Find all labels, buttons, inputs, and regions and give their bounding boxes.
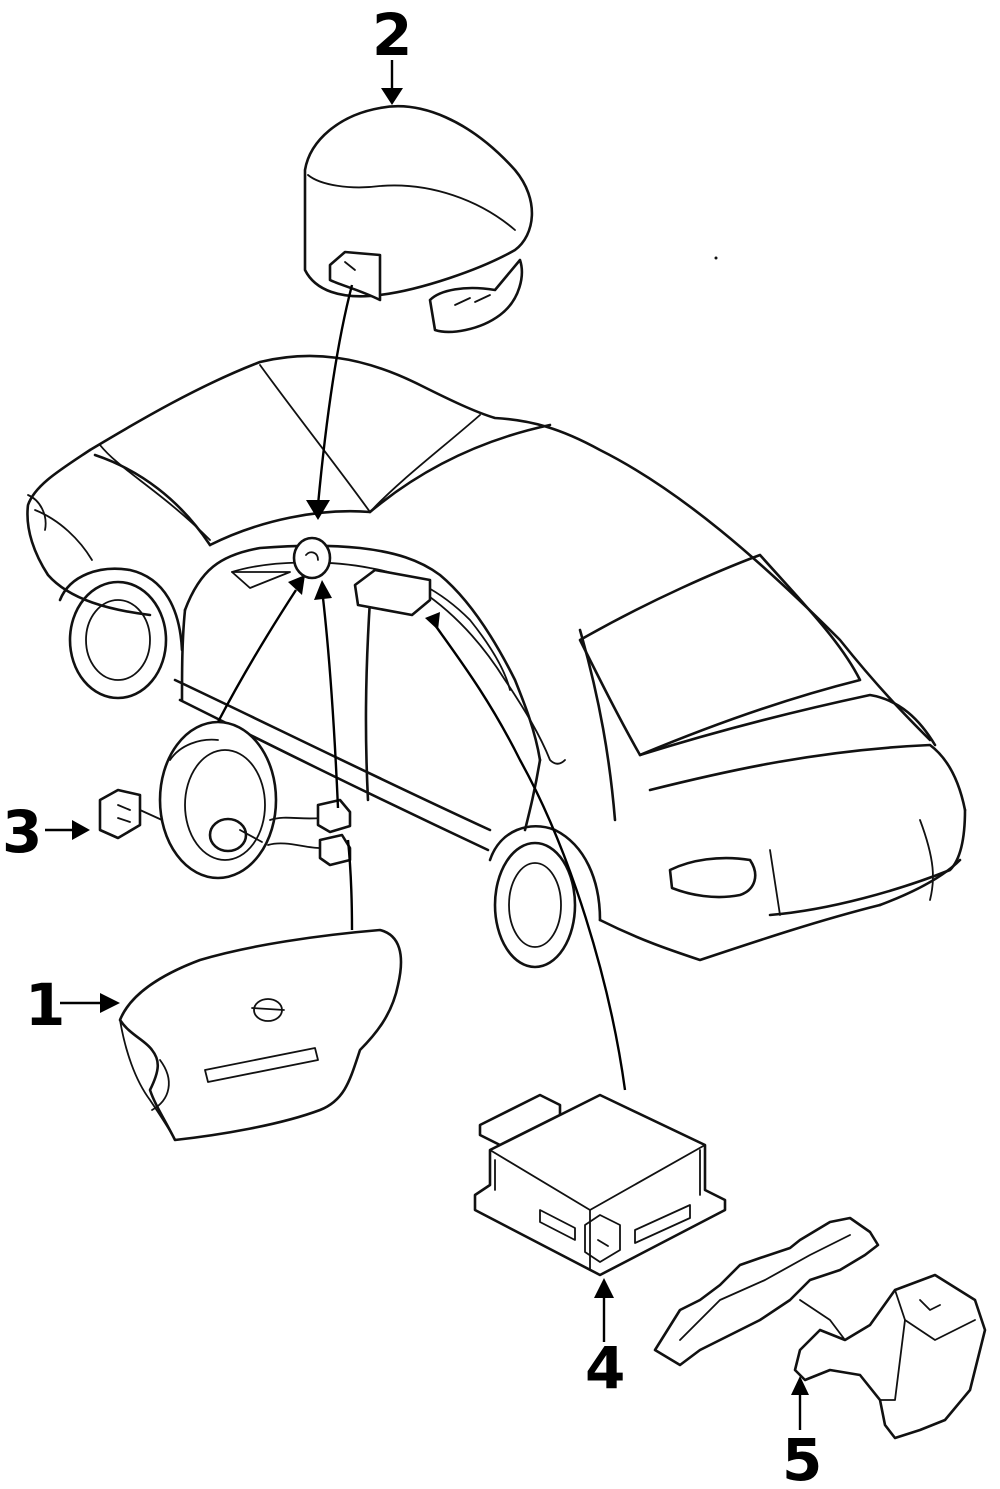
vehicle-body [26, 354, 967, 969]
speck-dot [714, 256, 718, 260]
callout-1: 1 [25, 971, 65, 1039]
callout-3: 3 [2, 798, 42, 866]
callout-2: 2 [372, 1, 412, 69]
leader-lines [45, 60, 809, 1430]
passenger-airbag-module [303, 105, 534, 334]
callout-5: 5 [782, 1426, 822, 1489]
control-module-bracket [653, 1216, 987, 1440]
callout-4: 4 [585, 1334, 625, 1402]
airbag-control-module [473, 1093, 727, 1277]
driver-airbag-pad [118, 928, 403, 1142]
spiral-cable-clock-spring [98, 720, 352, 880]
